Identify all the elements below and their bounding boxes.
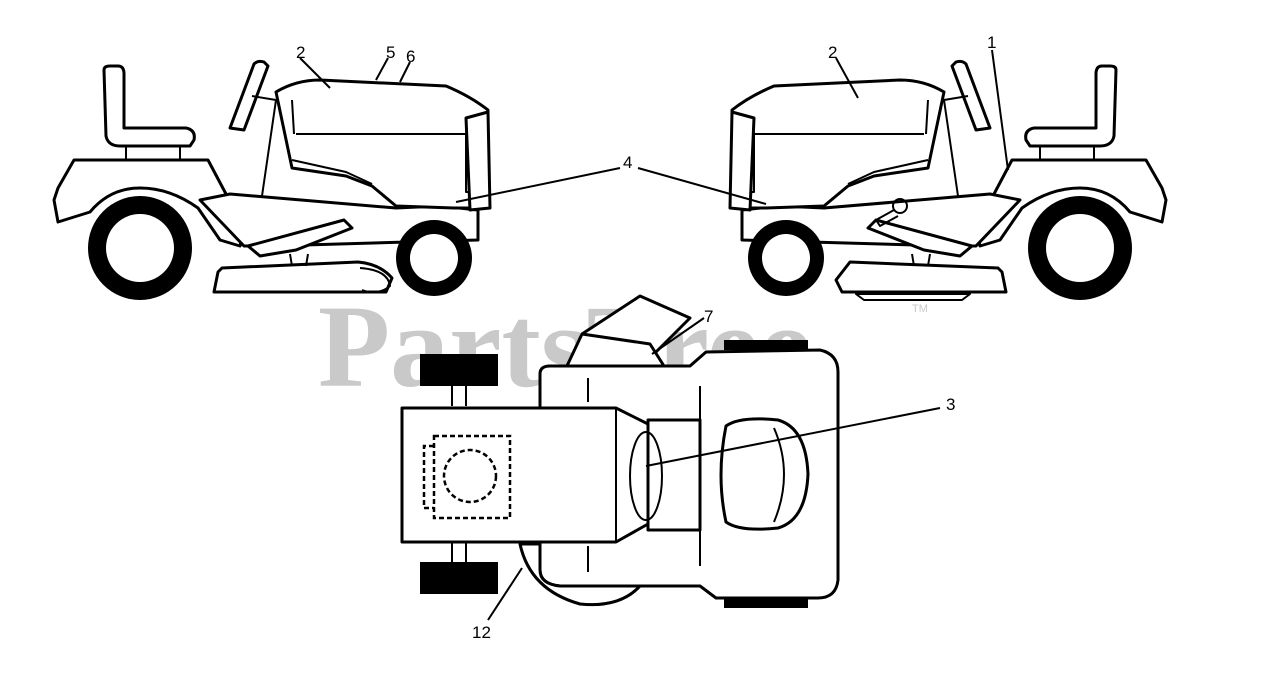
callout-1: 1: [987, 33, 996, 52]
callout-12: 12: [472, 623, 491, 642]
callout-2-left: 2: [296, 43, 305, 62]
tractor-left-side-view: [52, 59, 492, 300]
callout-numbers: 2 5 6 2 1 4 7 3 12: [296, 33, 996, 642]
leader-lines: [299, 49, 1009, 621]
callout-5: 5: [386, 43, 395, 62]
callout-4: 4: [623, 153, 632, 172]
tractor-top-view: [400, 294, 840, 608]
tractor-right-side-view: [728, 59, 1168, 301]
callout-2-right: 2: [828, 43, 837, 62]
callout-6: 6: [406, 47, 415, 66]
callout-3: 3: [946, 395, 955, 414]
callout-7: 7: [704, 307, 713, 326]
watermark-trademark: TM: [912, 303, 928, 315]
